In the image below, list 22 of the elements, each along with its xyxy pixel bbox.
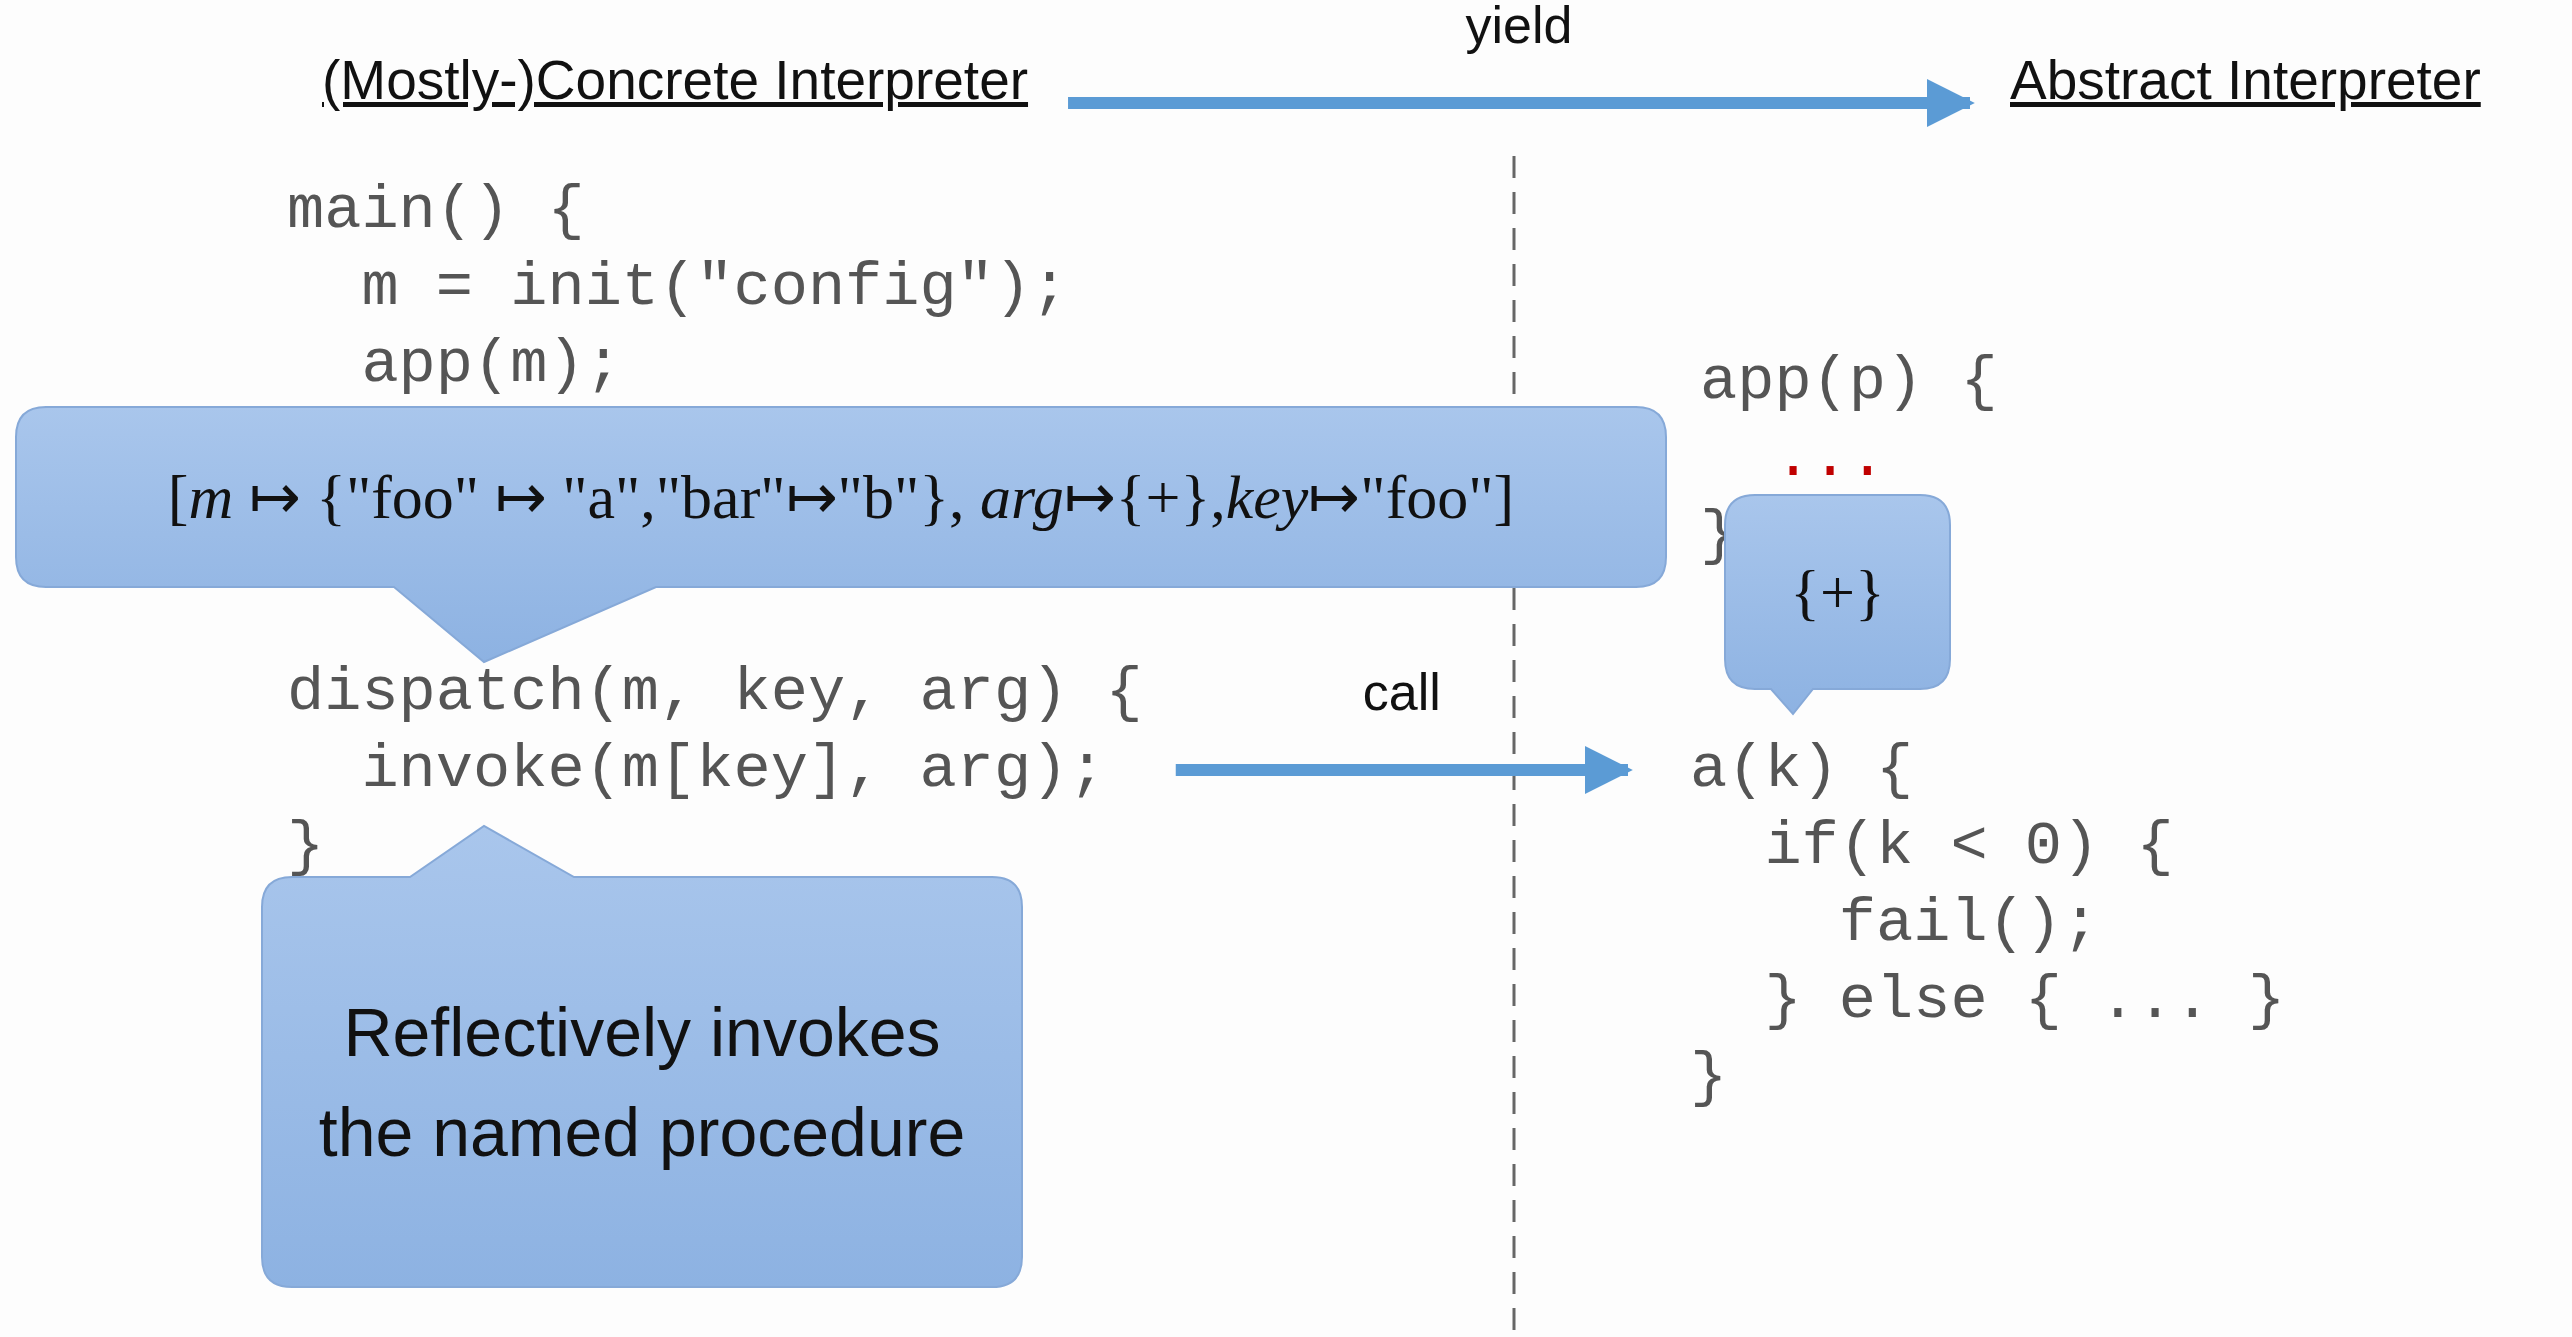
edge-label: yield: [1465, 0, 1573, 55]
code-line: } else { ... }: [1764, 964, 2286, 1038]
code-line: dispatch(m, key, arg) {: [287, 656, 1143, 730]
code-line: app(m);: [361, 328, 622, 402]
code-line: }: [1690, 1041, 1728, 1115]
code-line: main() {: [287, 174, 585, 248]
column-heading: (Mostly-)Concrete Interpreter: [322, 48, 1029, 112]
code-line: if(k < 0) {: [1764, 810, 2174, 884]
code-line: fail();: [1838, 887, 2100, 961]
arrow: [1175, 746, 1633, 794]
code-line: a(k) {: [1690, 733, 1914, 807]
column-heading: Abstract Interpreter: [2010, 48, 2481, 112]
callout-text: {+}: [1790, 557, 1885, 628]
callout-text: Reflectively invokes the named procedure: [317, 993, 967, 1172]
code-line: ...: [1774, 422, 1887, 496]
arrow: [1068, 79, 1975, 127]
edge-label: call: [1362, 662, 1441, 722]
code-line: app(p) {: [1700, 345, 1998, 419]
code-line: }: [287, 810, 325, 884]
callout-text: [m ↦ {"foo" ↦ "a","bar"↦"b"}, arg↦{+},key↦"foo"]: [167, 462, 1515, 533]
code-line: m = init("config");: [361, 251, 1069, 325]
code-line: invoke(m[key], arg);: [361, 733, 1106, 807]
